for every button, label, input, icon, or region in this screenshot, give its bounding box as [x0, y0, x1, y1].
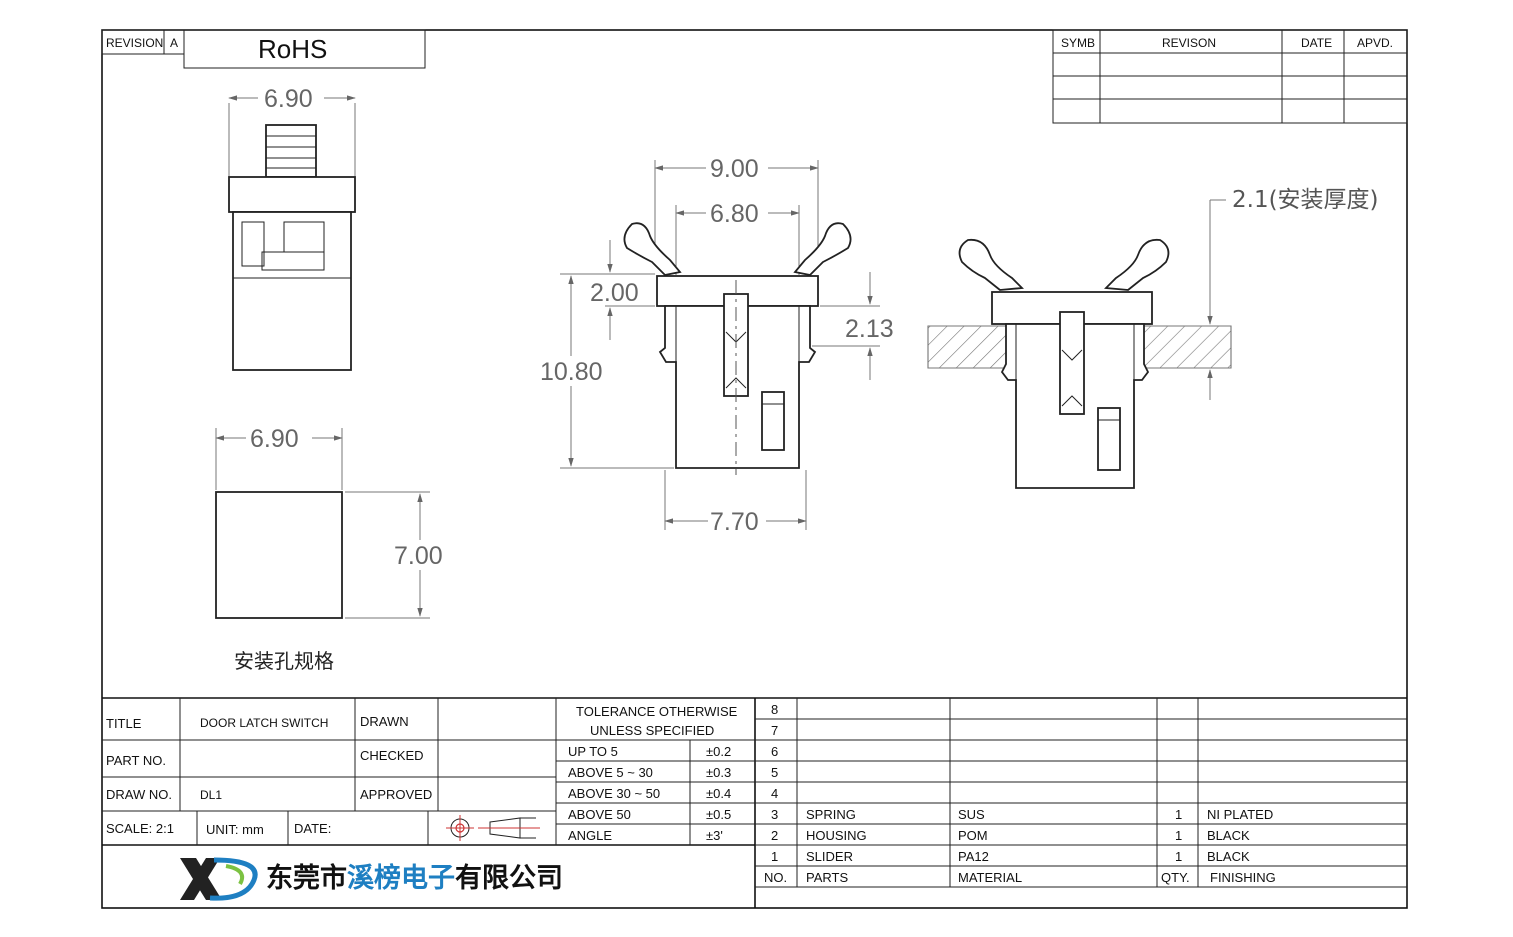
dim-bottom-width: 7.70 [710, 508, 759, 536]
bom-table: 8 7 6 5 4 3 SPRING SUS 1 NI PLATED 2 HOU… [755, 698, 1407, 888]
tolerance-value-1: ±0.2 [706, 744, 731, 759]
bom-finishing-3: NI PLATED [1207, 807, 1273, 822]
bom-no-2: 2 [771, 828, 778, 843]
tolerance-value-2: ±0.3 [706, 765, 731, 780]
bom-header-no: NO. [764, 870, 787, 885]
mounting-hole-view: 6.90 7.00 安装孔规格 [215, 425, 448, 673]
rev-header-date: DATE [1301, 36, 1332, 50]
scale-label: SCALE: 2:1 [106, 821, 174, 836]
bom-no-8: 8 [771, 702, 778, 717]
title-label: TITLE [106, 716, 142, 731]
dim-hole-height: 7.00 [394, 542, 443, 570]
dim-top-width: 6.90 [264, 85, 313, 113]
rev-header-revison: REVISON [1162, 36, 1216, 50]
bom-material-3: SUS [958, 807, 985, 822]
bom-no-4: 4 [771, 786, 778, 801]
installed-view: 2.1(安装厚度) [927, 187, 1379, 489]
tolerance-range-1: UP TO 5 [568, 744, 618, 759]
bom-qty-2: 1 [1175, 828, 1182, 843]
unit-label: UNIT: mm [206, 822, 264, 837]
rev-header-apvd: APVD. [1357, 36, 1393, 50]
dim-hole-width: 6.90 [250, 425, 299, 453]
tolerance-value-3: ±0.4 [706, 786, 731, 801]
dim-clip-height: 2.13 [845, 315, 894, 343]
checked-label: CHECKED [360, 748, 424, 763]
bom-part-2: HOUSING [806, 828, 867, 843]
dim-flange-height: 2.00 [590, 279, 639, 307]
draw-no-label: DRAW NO. [106, 787, 172, 802]
tolerance-value-4: ±0.5 [706, 807, 731, 822]
company-name: 东莞市溪榜电子有限公司 [266, 862, 563, 894]
revision-table: SYMB REVISON DATE APVD. [1052, 29, 1408, 124]
bom-no-6: 6 [771, 744, 778, 759]
tolerance-range-2: ABOVE 5 ~ 30 [568, 765, 653, 780]
projection-symbol-icon [446, 815, 540, 841]
bom-finishing-1: BLACK [1207, 849, 1250, 864]
dim-total-height: 10.80 [540, 358, 603, 386]
bom-part-3: SPRING [806, 807, 856, 822]
company-name-suffix: 有限公司 [455, 863, 563, 894]
bom-material-1: PA12 [958, 849, 989, 864]
bom-part-1: SLIDER [806, 849, 853, 864]
rohs-label: RoHS [258, 34, 327, 64]
bom-no-1: 1 [771, 849, 778, 864]
bom-material-2: POM [958, 828, 988, 843]
bom-no-3: 3 [771, 807, 778, 822]
bom-no-7: 7 [771, 723, 778, 738]
bom-header-qty: QTY. [1161, 870, 1190, 885]
date-label: DATE: [294, 821, 331, 836]
tolerance-range-4: ABOVE 50 [568, 807, 631, 822]
title-block: TITLE DOOR LATCH SWITCH DRAWN PART NO. C… [102, 697, 1407, 908]
revision-box: REVISION A RoHS [101, 29, 426, 69]
dim-panel-thickness: 2.1(安装厚度) [1232, 187, 1379, 213]
bom-header-finishing: FINISHING [1210, 870, 1276, 885]
tolerance-heading-2: UNLESS SPECIFIED [590, 723, 714, 738]
rev-header-symb: SYMB [1061, 36, 1095, 50]
tolerance-heading-1: TOLERANCE OTHERWISE [576, 704, 738, 719]
hole-caption: 安装孔规格 [234, 649, 334, 673]
company-name-prefix: 东莞市 [266, 862, 347, 894]
tolerance-value-5: ±3' [706, 828, 723, 843]
draw-no-value: DL1 [200, 788, 222, 802]
company-logo-icon [180, 857, 258, 901]
company-name-highlight: 溪榜电子 [347, 862, 455, 894]
part-no-label: PART NO. [106, 753, 166, 768]
drawn-label: DRAWN [360, 714, 409, 729]
revision-value: A [170, 36, 178, 50]
dim-front-outer-width: 9.00 [710, 155, 759, 183]
bom-no-5: 5 [771, 765, 778, 780]
title-value: DOOR LATCH SWITCH [200, 716, 328, 730]
tolerance-range-3: ABOVE 30 ~ 50 [568, 786, 660, 801]
mounting-hole [215, 491, 343, 619]
approved-label: APPROVED [360, 787, 432, 802]
bom-header-material: MATERIAL [958, 870, 1022, 885]
bom-qty-3: 1 [1175, 807, 1182, 822]
bom-finishing-2: BLACK [1207, 828, 1250, 843]
bom-qty-1: 1 [1175, 849, 1182, 864]
top-view: 6.90 [228, 85, 356, 371]
dim-front-inner-width: 6.80 [710, 200, 759, 228]
bom-header-parts: PARTS [806, 870, 848, 885]
front-view: 9.00 6.80 2.00 10.80 [538, 155, 899, 536]
revision-label: REVISION [106, 36, 163, 50]
tolerance-range-5: ANGLE [568, 828, 612, 843]
